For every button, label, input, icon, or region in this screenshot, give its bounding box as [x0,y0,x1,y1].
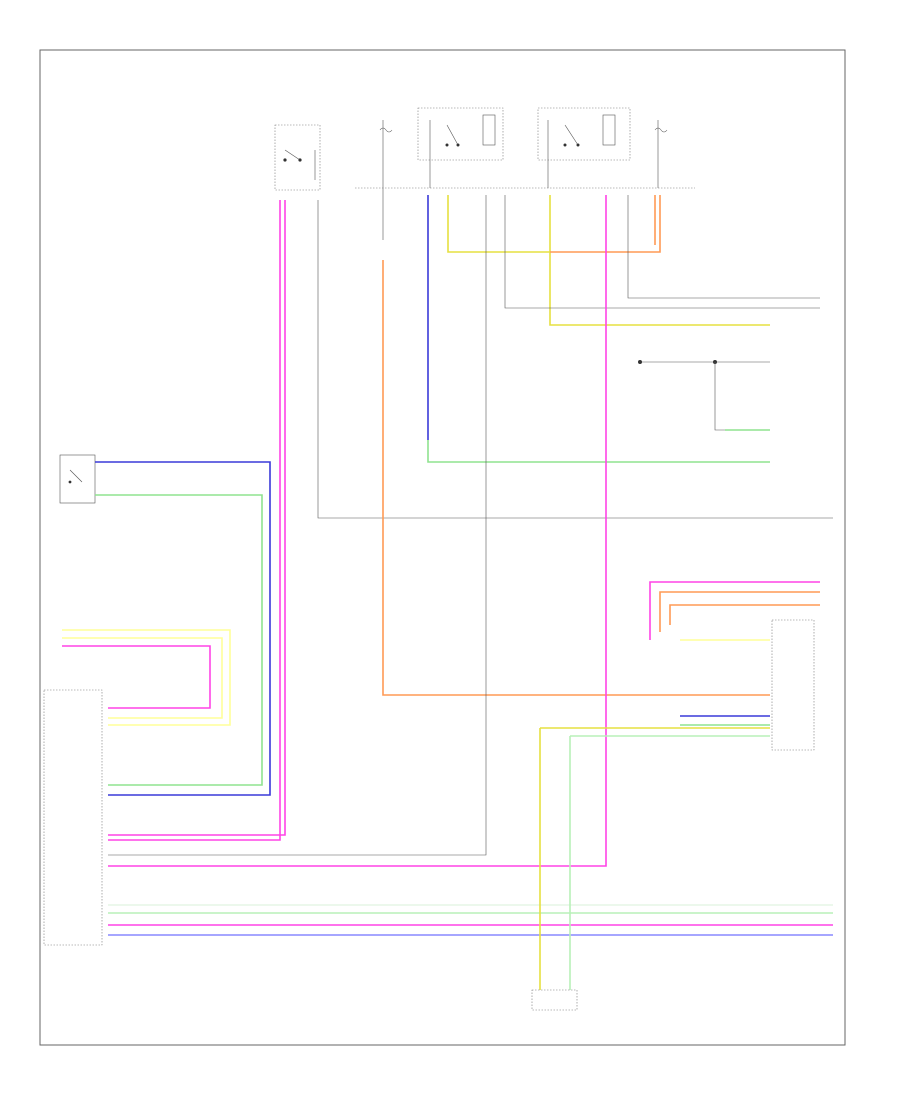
wire-yellow-left-1 [62,629,231,726]
wire-orange-right-mod-2 [669,604,820,625]
wire-gray-switch-right [317,200,833,519]
wire-pink-switch-pcm [108,200,286,836]
right-control-module [771,619,815,751]
wire-green-left-sensor [95,494,263,786]
wire-pink-left [62,645,211,709]
top-switch [274,124,321,191]
wire-gray-relay1-pcm [108,195,487,856]
wire-green-relay1-right [427,440,770,463]
wire-yellow-left-2 [62,637,223,719]
relay-block-2 [537,107,631,188]
left-sensor [59,454,96,504]
wire-yellow-relay2-right [549,195,770,326]
diagram-frame [39,49,846,1046]
wire-pink-relay2-pcm [108,195,607,867]
fuse-right [654,120,668,188]
wire-pink-switch-pcm-2 [108,200,281,841]
wire-gray-relay2-right [627,195,820,299]
wire-blue-left-sensor [95,461,271,796]
right-mid-sensor [638,360,770,431]
powertrain-control-module [43,689,103,946]
wire-orange-relay-link [550,195,661,253]
wire-orange-fuse-module [382,260,770,696]
wire-pink-right-mod [649,581,820,640]
bottom-sensor [531,728,578,1011]
relay-block-1 [417,107,504,188]
wire-yellow-relay-link [447,195,550,253]
fuse-left [379,120,393,188]
wire-orange-right-mod [659,591,820,632]
wire-gray-relay1-right [504,195,820,309]
